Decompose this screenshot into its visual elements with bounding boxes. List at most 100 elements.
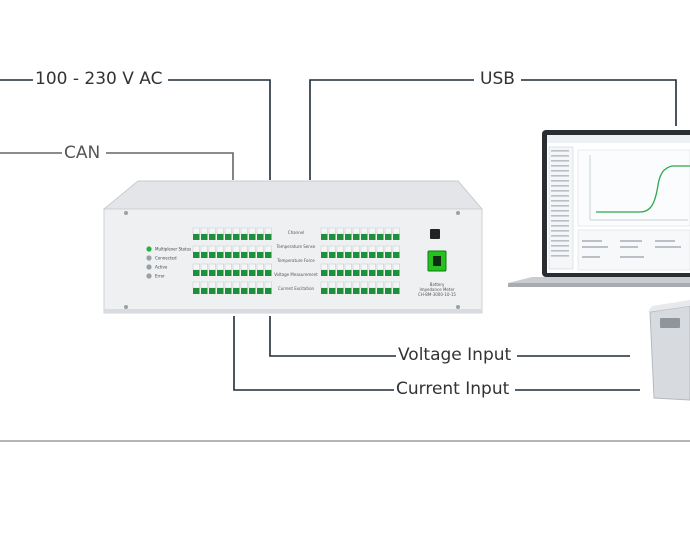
terminal-clamp <box>208 245 216 253</box>
terminal-clamp <box>232 227 240 235</box>
terminal-clamp <box>264 281 272 289</box>
terminal-green <box>225 288 232 294</box>
channel-label: Voltage Measurement <box>274 272 318 277</box>
terminal-green <box>209 234 216 240</box>
terminal-green <box>193 270 200 276</box>
terminal-clamp <box>256 281 264 289</box>
terminal-green <box>265 252 272 258</box>
terminal-clamp <box>376 245 384 253</box>
terminal-clamp <box>352 263 360 271</box>
terminal-clamp <box>392 245 400 253</box>
model-label-line: CH-8M-3000-10-15 <box>418 292 456 297</box>
terminal-clamp <box>344 281 352 289</box>
terminal-clamp <box>344 245 352 253</box>
terminal-clamp <box>240 263 248 271</box>
terminal-clamp <box>200 281 208 289</box>
terminal-clamp <box>240 227 248 235</box>
led-label: Error <box>155 274 165 279</box>
led-label: Active <box>155 265 168 270</box>
terminal-green <box>345 234 352 240</box>
terminal-green <box>233 288 240 294</box>
terminal-clamp <box>392 263 400 271</box>
terminal-green <box>225 270 232 276</box>
terminal-green <box>217 288 224 294</box>
power-switch-small <box>430 229 440 239</box>
terminal-green <box>249 234 256 240</box>
terminal-green <box>353 288 360 294</box>
terminal-clamp <box>264 245 272 253</box>
terminal-clamp <box>376 263 384 271</box>
usb-label: USB <box>474 71 521 88</box>
terminal-clamp <box>224 281 232 289</box>
terminal-clamp <box>248 245 256 253</box>
led-2 <box>146 264 152 270</box>
terminal-green <box>329 252 336 258</box>
terminal-clamp <box>200 227 208 235</box>
terminal-clamp <box>336 263 344 271</box>
terminal-clamp <box>248 227 256 235</box>
channel-label: Current Excitation <box>278 286 315 291</box>
model-label-line: Battery <box>430 282 445 287</box>
terminal-clamp <box>224 227 232 235</box>
terminal-green <box>193 234 200 240</box>
terminal-green <box>353 252 360 258</box>
voltage-input-label: Voltage Input <box>396 347 518 364</box>
terminal-green <box>233 252 240 258</box>
terminal-clamp <box>240 245 248 253</box>
terminal-green <box>385 252 392 258</box>
terminal-green <box>337 288 344 294</box>
terminal-clamp <box>376 227 384 235</box>
terminal-green <box>249 252 256 258</box>
terminal-green <box>241 288 248 294</box>
terminal-green <box>209 270 216 276</box>
terminal-clamp <box>192 263 200 271</box>
terminal-green <box>201 288 208 294</box>
terminal-clamp <box>352 281 360 289</box>
terminal-green <box>329 270 336 276</box>
terminal-clamp <box>216 245 224 253</box>
terminal-clamp <box>344 227 352 235</box>
led-label: Connected <box>155 256 177 261</box>
terminal-green <box>321 270 328 276</box>
terminal-clamp <box>248 263 256 271</box>
terminal-clamp <box>232 263 240 271</box>
terminal-clamp <box>328 281 336 289</box>
terminal-green <box>217 270 224 276</box>
terminal-clamp <box>328 245 336 253</box>
terminal-green <box>385 270 392 276</box>
terminal-green <box>345 252 352 258</box>
terminal-clamp <box>256 227 264 235</box>
terminal-green <box>345 288 352 294</box>
terminal-green <box>233 270 240 276</box>
terminal-green <box>241 270 248 276</box>
terminal-green <box>345 270 352 276</box>
terminal-green <box>201 234 208 240</box>
can-label: CAN <box>62 145 107 162</box>
terminal-green <box>353 270 360 276</box>
terminal-clamp <box>208 263 216 271</box>
terminal-green <box>217 234 224 240</box>
terminal-block-right <box>320 227 400 294</box>
terminal-green <box>241 252 248 258</box>
laptop <box>508 130 690 287</box>
terminal-clamp <box>384 263 392 271</box>
terminal-clamp <box>368 263 376 271</box>
terminal-clamp <box>336 281 344 289</box>
terminal-clamp <box>256 263 264 271</box>
terminal-green <box>217 252 224 258</box>
terminal-clamp <box>392 227 400 235</box>
terminal-clamp <box>224 263 232 271</box>
terminal-green <box>225 252 232 258</box>
terminal-clamp <box>328 227 336 235</box>
terminal-green <box>369 270 376 276</box>
terminal-clamp <box>320 245 328 253</box>
terminal-green <box>337 234 344 240</box>
terminal-clamp <box>320 281 328 289</box>
terminal-clamp <box>344 263 352 271</box>
model-label-line: Impedance Meter <box>419 287 454 292</box>
terminal-green <box>393 252 400 258</box>
terminal-clamp <box>368 245 376 253</box>
